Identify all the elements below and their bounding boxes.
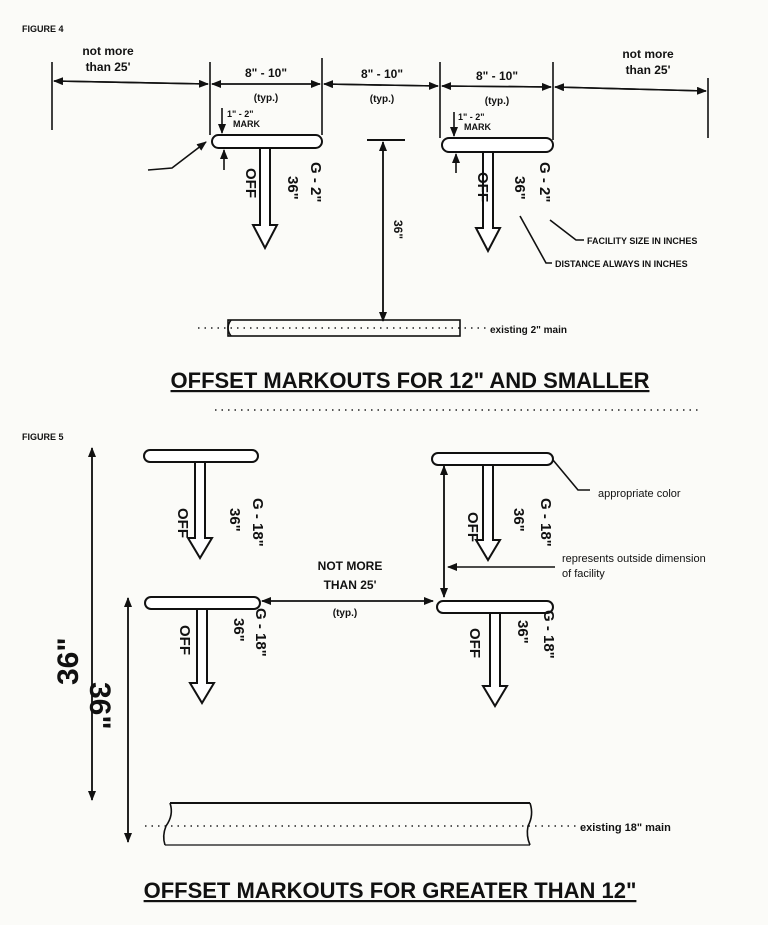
facility-callout: FACILITY SIZE IN INCHES bbox=[587, 236, 697, 246]
big-depth-label-2: 36" bbox=[83, 682, 116, 730]
paint-mark-bottom-right bbox=[436, 600, 554, 614]
figure-5-label: FIGURE 5 bbox=[22, 432, 64, 442]
extension-lines bbox=[51, 58, 709, 140]
dimension-callout-line2: of facility bbox=[562, 568, 605, 580]
mark-width-label-2: 8" - 10" bbox=[361, 67, 403, 81]
spacing-label-line2: THAN 25' bbox=[324, 578, 377, 592]
off-label-right: OFF bbox=[474, 172, 491, 202]
main-label-18: existing 18" main bbox=[580, 822, 671, 834]
facility-label-right: G - 2" bbox=[536, 162, 553, 202]
figure-5-title: OFFSET MARKOUTS FOR GREATER THAN 12" bbox=[144, 878, 637, 903]
depth-label-tl: 36" bbox=[226, 508, 243, 532]
offset-arrow-icon-br bbox=[481, 612, 509, 708]
facility-label-left: G - 2" bbox=[307, 162, 324, 202]
depth-label-br: 36" bbox=[514, 620, 531, 644]
offset-arrow-icon-tl bbox=[186, 461, 214, 560]
distance-callout-line bbox=[519, 215, 552, 264]
spacing-label-line1: NOT MORE bbox=[318, 559, 383, 573]
facility-label-bl: G - 18" bbox=[252, 608, 269, 657]
center-depth-label: 36" bbox=[391, 220, 405, 239]
typ-label-2: (typ.) bbox=[370, 94, 394, 105]
mark-width-label-1: 8" - 10" bbox=[245, 66, 287, 80]
mark-label-1: MARK bbox=[233, 119, 260, 129]
distance-callout: DISTANCE ALWAYS IN INCHES bbox=[555, 259, 688, 269]
figure-4-label: FIGURE 4 bbox=[22, 24, 64, 34]
existing-main-pipe bbox=[227, 319, 461, 337]
spacing-right-line2: than 25' bbox=[626, 63, 671, 77]
offset-arrow-icon-left bbox=[251, 147, 279, 251]
pointer-arrow bbox=[147, 141, 207, 171]
offset-arrow-icon-tr bbox=[474, 464, 502, 562]
spacing-typ-label: (typ.) bbox=[333, 608, 357, 619]
mark-width-label-3: 8" - 10" bbox=[476, 69, 518, 83]
facility-label-br: G - 18" bbox=[540, 610, 557, 659]
mark-thickness-label-2: 1" - 2" bbox=[458, 112, 485, 122]
big-depth-label-1: 36" bbox=[52, 637, 85, 685]
spacing-left-line2: than 25' bbox=[86, 60, 131, 74]
pipe-break-icon-right bbox=[526, 802, 533, 846]
figure-4-title: OFFSET MARKOUTS FOR 12" AND SMALLER bbox=[171, 368, 650, 393]
mark-thickness-label-1: 1" - 2" bbox=[227, 109, 254, 119]
main-label: existing 2" main bbox=[490, 325, 567, 336]
offset-arrow-icon-bl bbox=[188, 608, 216, 705]
paint-mark-top-left bbox=[143, 449, 259, 463]
color-callout-line bbox=[552, 459, 590, 491]
off-label-br: OFF bbox=[466, 628, 483, 658]
spacing-left-line1: not more bbox=[82, 44, 134, 58]
offset-arrow-icon-right bbox=[474, 151, 502, 254]
color-callout: appropriate color bbox=[598, 488, 681, 500]
mark-label-2: MARK bbox=[464, 122, 491, 132]
off-label-left: OFF bbox=[242, 168, 259, 198]
off-label-bl: OFF bbox=[176, 625, 193, 655]
depth-label-bl: 36" bbox=[230, 618, 247, 642]
horizontal-dimension-arrows bbox=[53, 77, 707, 95]
off-label-tr: OFF bbox=[464, 512, 481, 542]
depth-label-right: 36" bbox=[511, 176, 528, 200]
depth-label-tr: 36" bbox=[510, 508, 527, 532]
facility-callout-line bbox=[549, 219, 584, 241]
facility-label-tr: G - 18" bbox=[537, 498, 554, 547]
pipe-break-icon bbox=[227, 319, 232, 337]
off-label-tl: OFF bbox=[174, 508, 191, 538]
pipe-break-icon-left bbox=[162, 802, 173, 846]
paint-mark-bottom-left bbox=[144, 596, 261, 610]
spacing-right-line1: not more bbox=[622, 47, 674, 61]
depth-label-left: 36" bbox=[284, 176, 301, 200]
typ-label-1: (typ.) bbox=[254, 93, 278, 104]
paint-mark-left bbox=[211, 134, 323, 149]
facility-label-tl: G - 18" bbox=[249, 498, 266, 547]
dimension-callout-line1: represents outside dimension bbox=[562, 553, 706, 565]
paint-mark-top-right bbox=[431, 452, 554, 466]
typ-label-3: (typ.) bbox=[485, 96, 509, 107]
paint-mark-right bbox=[441, 137, 554, 153]
